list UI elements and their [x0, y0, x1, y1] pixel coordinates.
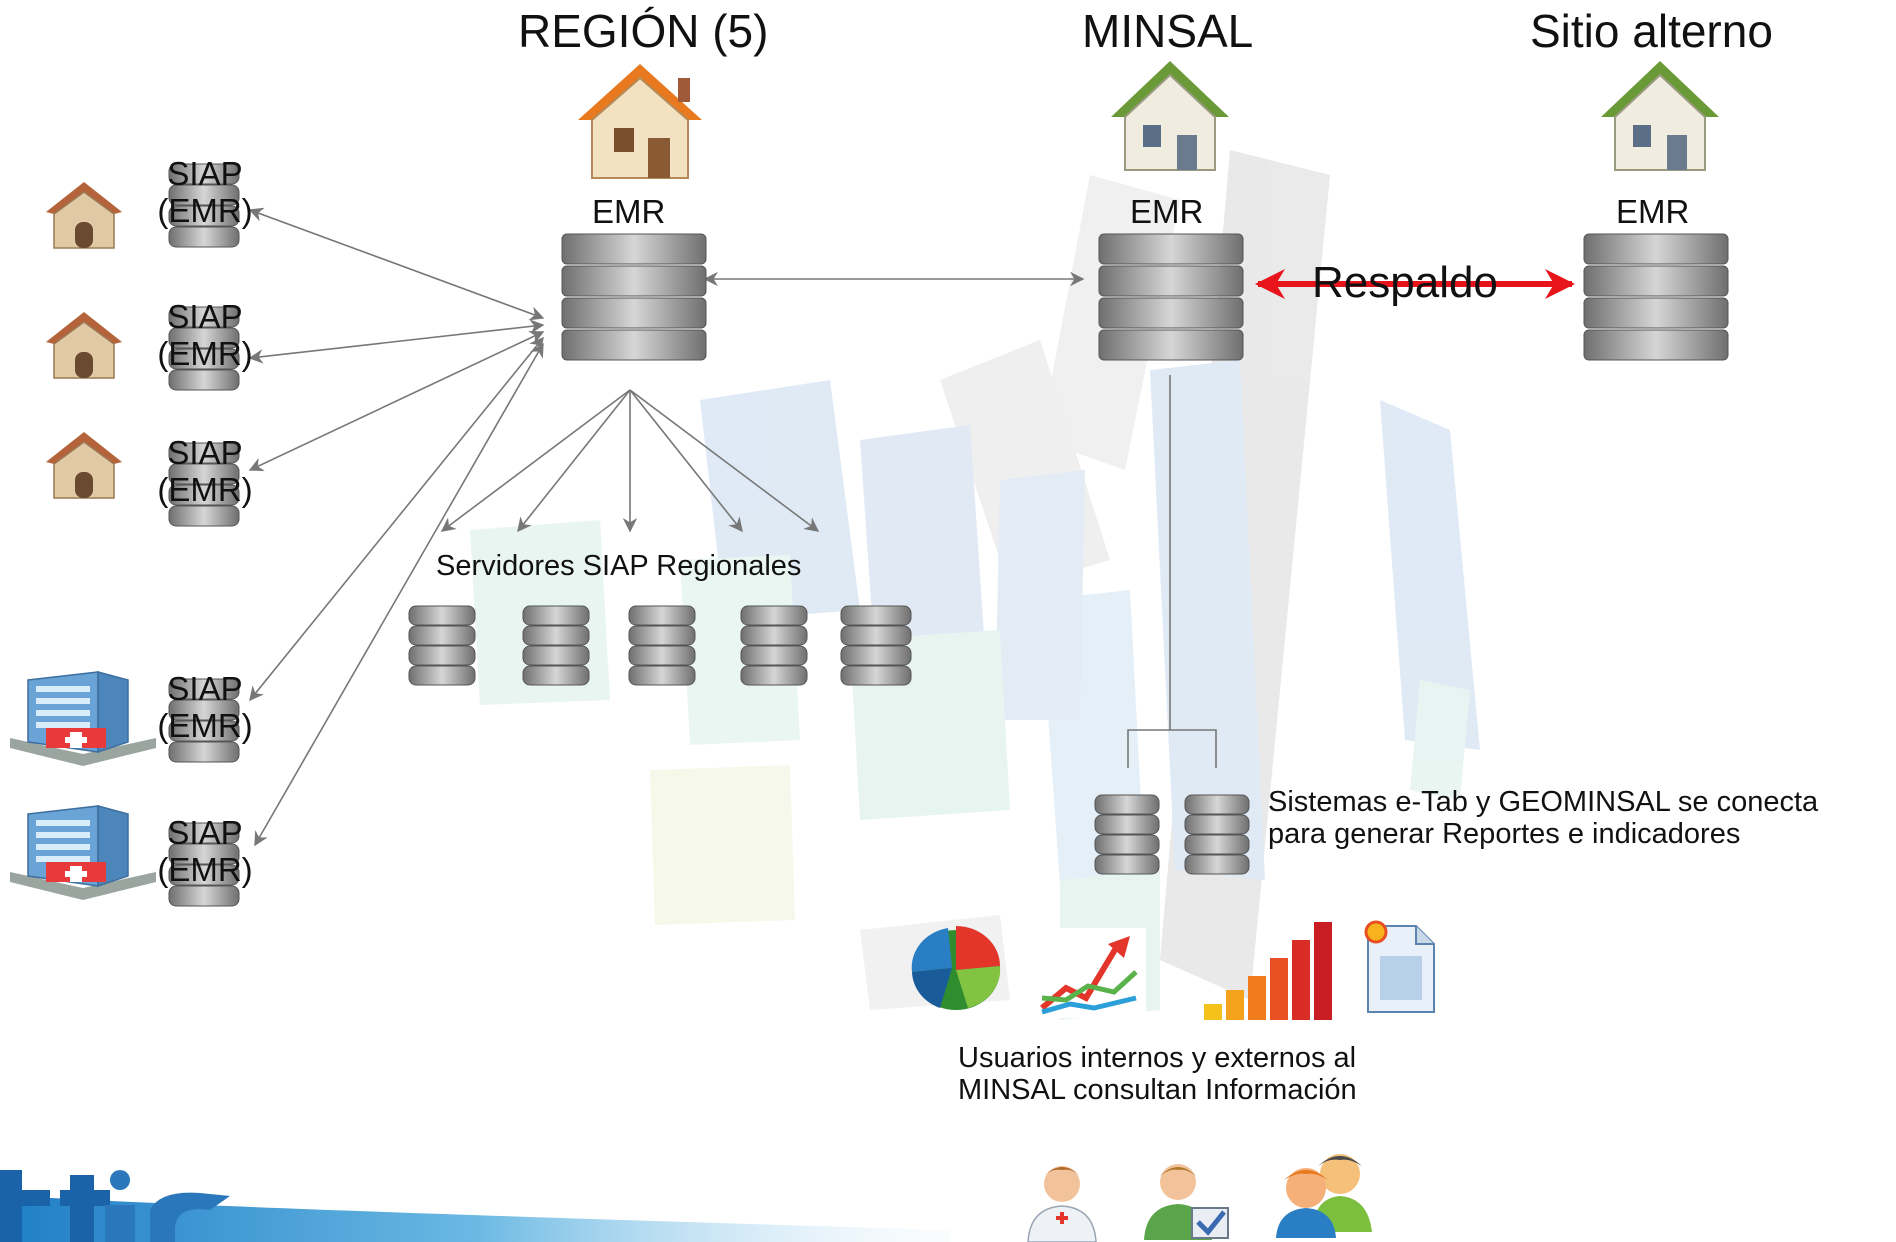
server-emr-minsal: [1098, 233, 1244, 361]
emr-label-alterno: EMR: [1616, 193, 1690, 230]
server-sistemas: [1184, 794, 1250, 875]
hospital-icon: [10, 805, 156, 900]
title-region: REGIÓN (5): [518, 5, 769, 57]
siap-label: SIAP: [167, 155, 243, 192]
title-minsal: MINSAL: [1082, 5, 1254, 57]
siap-label: SIAP: [167, 670, 243, 707]
server-emr-region: [561, 233, 707, 361]
connector-regional-5: [629, 389, 820, 532]
server-sistemas: [1094, 794, 1160, 875]
house-green-icon: [1111, 61, 1229, 171]
user-check-icon: [1144, 1164, 1229, 1240]
siap-label: (EMR): [157, 191, 253, 229]
house-orange-icon: [578, 64, 702, 179]
connector-sistemas-split: [1127, 729, 1217, 768]
siap-label: SIAP: [167, 298, 243, 335]
usuarios-description: Usuarios internos y externos al MINSAL c…: [958, 1042, 1357, 1107]
servidores-label: Servidores SIAP Regionales: [436, 550, 802, 582]
title-sitio-alterno: Sitio alterno: [1530, 5, 1773, 57]
respaldo-label: Respaldo: [1312, 258, 1498, 307]
server-siap: [168, 678, 240, 763]
sistemas-line-2: para generar Reportes e indicadores: [1268, 818, 1741, 851]
siap-label: (EMR): [157, 470, 253, 508]
siap-label: (EMR): [157, 706, 253, 744]
sistemas-line-1: Sistemas e-Tab y GEOMINSAL se conecta: [1268, 786, 1819, 818]
pie-chart-icon: [911, 926, 1001, 1010]
bar-chart-icon: [1204, 922, 1332, 1020]
hospital-icon: [10, 671, 156, 766]
server-regional: [628, 605, 696, 686]
house-icon: [46, 182, 122, 249]
siap-label: SIAP: [167, 814, 243, 851]
sistemas-description: Sistemas e-Tab y GEOMINSAL se conecta pa…: [1268, 786, 1818, 851]
trend-chart-icon: [1036, 928, 1146, 1018]
server-siap: [168, 306, 240, 391]
connector-regional-2: [517, 389, 631, 533]
house-icon: [46, 312, 122, 379]
connector-siap-5: [254, 342, 544, 847]
emr-label-region: EMR: [592, 193, 666, 230]
logo: [0, 1170, 950, 1242]
server-siap: [168, 442, 240, 527]
server-emr-alterno: [1583, 233, 1729, 361]
siap-label: (EMR): [157, 850, 253, 888]
siap-label: (EMR): [157, 334, 253, 372]
server-regional: [840, 605, 912, 686]
usuarios-line-1: Usuarios internos y externos al: [958, 1042, 1357, 1074]
document-icon: [1364, 920, 1435, 1013]
server-regional: [408, 605, 476, 686]
siap-label: SIAP: [167, 434, 243, 471]
house-icon: [46, 432, 122, 499]
connector-regional-1: [440, 389, 631, 532]
server-regional: [522, 605, 590, 686]
connector-siap-1: [248, 207, 545, 321]
emr-label-minsal: EMR: [1130, 193, 1204, 230]
doctor-icon: [1027, 1166, 1097, 1242]
server-regional: [740, 605, 808, 686]
server-siap: [168, 822, 240, 907]
usuarios-line-2: MINSAL consultan Información: [958, 1074, 1357, 1107]
connector-regional-4: [629, 389, 743, 533]
connector-siap-4: [249, 336, 544, 702]
house-green-icon: [1601, 61, 1719, 171]
users-icon: [1276, 1154, 1372, 1238]
server-siap: [168, 163, 240, 248]
